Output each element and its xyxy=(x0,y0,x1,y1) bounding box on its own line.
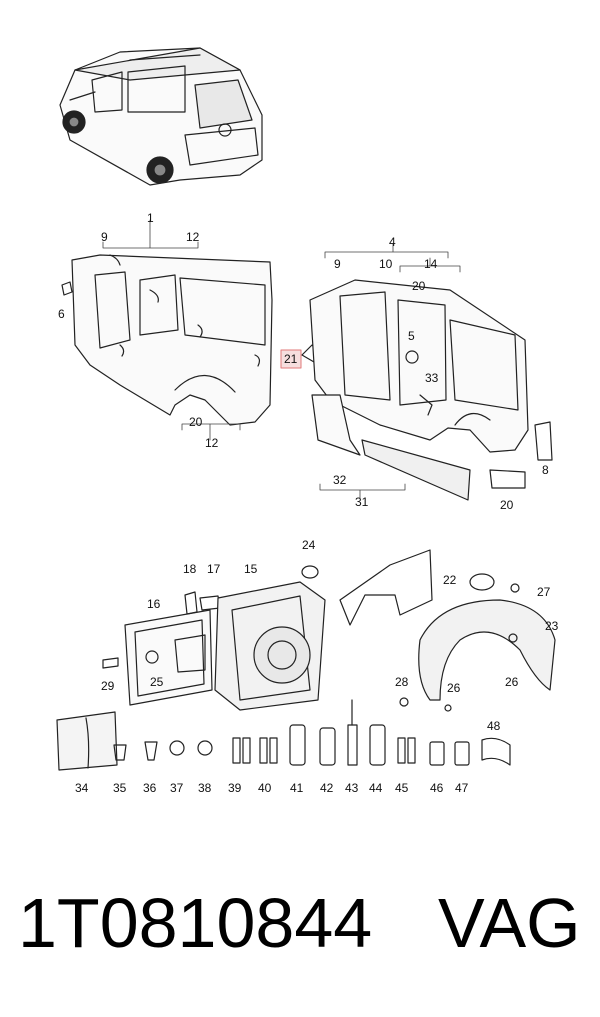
side-panel-left xyxy=(61,254,321,426)
wheel-arch-liner xyxy=(399,573,556,712)
callout-labels: 1 9 12 6 20 12 21 4 9 10 14 20 5 33 8 32… xyxy=(58,211,559,795)
callout-20: 20 xyxy=(189,415,203,429)
callout-42: 42 xyxy=(320,781,334,795)
callout-41: 41 xyxy=(290,781,304,795)
callout-47: 47 xyxy=(455,781,469,795)
callout-18: 18 xyxy=(183,562,197,576)
callout-45: 45 xyxy=(395,781,409,795)
callout-25: 25 xyxy=(150,675,164,689)
callout-46: 46 xyxy=(430,781,444,795)
callout-38: 38 xyxy=(198,781,212,795)
callout-15: 15 xyxy=(244,562,258,576)
small-parts-row xyxy=(56,699,511,771)
part-number-text: 1T0810844 xyxy=(18,884,373,962)
callout-28: 28 xyxy=(395,675,409,689)
callout-20: 20 xyxy=(500,498,514,512)
callout-1: 1 xyxy=(147,211,154,225)
callout-34: 34 xyxy=(75,781,89,795)
callout-6: 6 xyxy=(58,307,65,321)
callout-29: 29 xyxy=(101,679,115,693)
callout-21: 21 xyxy=(284,352,298,366)
rear-body-quarter xyxy=(339,549,433,626)
callout-39: 39 xyxy=(228,781,242,795)
brand-text: VAG xyxy=(438,884,581,962)
side-panel-right xyxy=(309,279,553,501)
vehicle-illustration xyxy=(59,47,263,186)
callout-12: 12 xyxy=(205,436,219,450)
callout-10: 10 xyxy=(379,257,393,271)
callout-9: 9 xyxy=(334,257,341,271)
callout-24: 24 xyxy=(302,538,316,552)
highlighted-part-box xyxy=(280,349,302,369)
callout-37: 37 xyxy=(170,781,184,795)
callout-26: 26 xyxy=(447,681,461,695)
callout-23: 23 xyxy=(545,619,559,633)
callout-27: 27 xyxy=(537,585,551,599)
callout-36: 36 xyxy=(143,781,157,795)
callout-43: 43 xyxy=(345,781,359,795)
callout-4: 4 xyxy=(389,235,396,249)
callout-8: 8 xyxy=(542,463,549,477)
callout-26: 26 xyxy=(505,675,519,689)
callout-20: 20 xyxy=(412,279,426,293)
callout-35: 35 xyxy=(113,781,127,795)
callout-32: 32 xyxy=(333,473,347,487)
callout-22: 22 xyxy=(443,573,457,587)
callout-40: 40 xyxy=(258,781,272,795)
callout-16: 16 xyxy=(147,597,161,611)
fuel-filler-housing xyxy=(214,565,326,711)
callout-5: 5 xyxy=(408,329,415,343)
callout-31: 31 xyxy=(355,495,369,509)
callout-17: 17 xyxy=(207,562,221,576)
callout-44: 44 xyxy=(369,781,383,795)
parts-diagram: 1 9 12 6 20 12 21 4 9 10 14 20 5 33 8 32… xyxy=(56,47,559,795)
callout-12: 12 xyxy=(186,230,200,244)
callout-14: 14 xyxy=(424,257,438,271)
callout-33: 33 xyxy=(425,371,439,385)
callout-9: 9 xyxy=(101,230,108,244)
callout-48: 48 xyxy=(487,719,501,733)
fuel-flap-assembly xyxy=(102,591,221,706)
